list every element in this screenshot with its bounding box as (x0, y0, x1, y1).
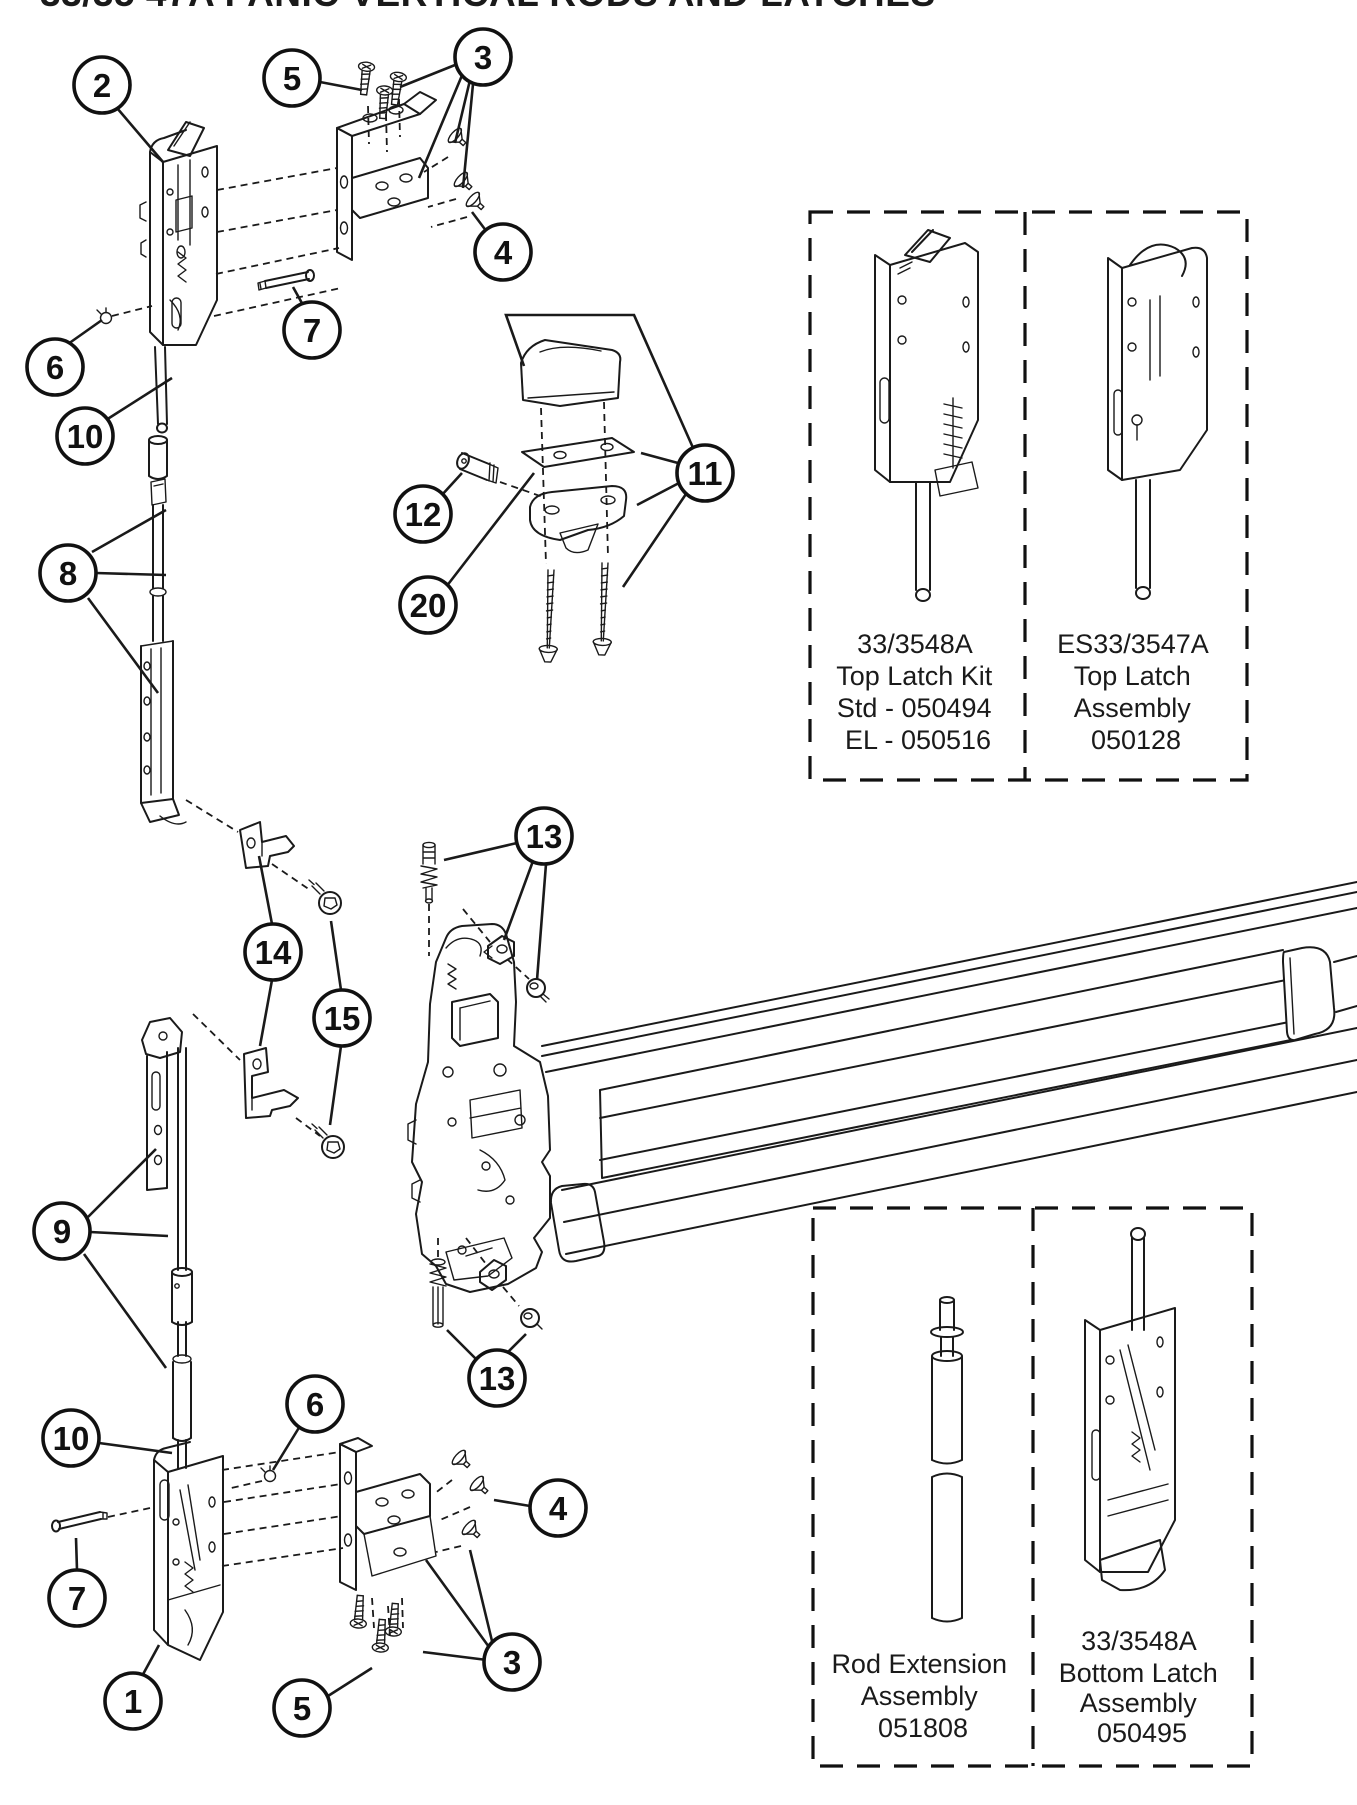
svg-text:20: 20 (410, 587, 447, 624)
svg-text:6: 6 (306, 1386, 324, 1423)
svg-text:11: 11 (688, 455, 723, 492)
callout-11: 11 (675, 443, 735, 503)
callout-20: 20 (398, 575, 458, 635)
bottom-e-clip (260, 1465, 277, 1483)
callout-4: 4 (528, 1478, 588, 1538)
callout-6: 6 (285, 1374, 345, 1434)
bottom-pin (51, 1511, 108, 1533)
top-rod-assembly (140, 435, 187, 825)
bottom-latch (153, 1441, 224, 1661)
callout-5: 5 (272, 1678, 332, 1738)
caption-top-latch-kit: 33/3548A Top Latch Kit Std - 050494 EL -… (836, 629, 1000, 755)
rod-guide-upper (239, 821, 295, 869)
svg-text:14: 14 (255, 934, 292, 971)
svg-text:13: 13 (526, 818, 563, 855)
svg-text:3: 3 (503, 1644, 521, 1681)
upper-rod-clip (483, 935, 515, 965)
callout-3: 3 (453, 27, 513, 87)
svg-text:10: 10 (67, 418, 104, 455)
top-bracket (336, 91, 437, 261)
alignment-dashes (107, 98, 609, 1637)
callout-12: 12 (393, 484, 453, 544)
svg-text:12: 12 (405, 496, 442, 533)
svg-text:4: 4 (549, 1490, 568, 1527)
callout-13: 13 (514, 806, 574, 866)
guide-set-screw-upper (308, 879, 342, 915)
callout-10: 10 (41, 1408, 101, 1468)
strike-assembly (520, 339, 635, 663)
svg-text:5: 5 (293, 1690, 311, 1727)
top-screws (354, 60, 408, 120)
caption-bottom-latch-assembly: 33/3548A Bottom Latch Assembly 050495 (1059, 1626, 1226, 1748)
lower-clip-screw (520, 1308, 543, 1330)
svg-text:1: 1 (124, 1683, 142, 1720)
panel-bottom-latch-illustration (1084, 1227, 1176, 1592)
top-e-clip (96, 307, 113, 325)
callout-4: 4 (473, 222, 533, 282)
top-rod (154, 346, 168, 434)
top-pin (257, 269, 315, 291)
top-latch (139, 121, 218, 346)
bottom-rod-assembly (141, 1017, 193, 1469)
push-bar (541, 881, 1357, 1263)
caption-rod-extension: Rod Extension Assembly 051808 (831, 1649, 1014, 1743)
lower-rod-adjuster (429, 1258, 447, 1328)
callout-7: 7 (47, 1568, 107, 1628)
svg-text:6: 6 (46, 349, 64, 386)
callout-13: 13 (467, 1348, 527, 1408)
upper-rod-adjuster (420, 841, 438, 904)
svg-text:7: 7 (303, 312, 321, 349)
top-latch-kit-box (808, 210, 1249, 782)
rod-guide-lower (243, 1047, 299, 1119)
svg-text:3: 3 (474, 39, 492, 76)
svg-text:10: 10 (53, 1420, 90, 1457)
panel-rod-extension-illustration (930, 1296, 964, 1623)
leader-lines (67, 61, 696, 1698)
bottom-latch-kit-box (811, 1206, 1254, 1768)
callout-2: 2 (72, 55, 132, 115)
svg-text:15: 15 (324, 1000, 361, 1037)
callout-1: 1 (103, 1671, 163, 1731)
panel-top-latch-assembly-illustration (1107, 243, 1208, 600)
callout-6: 6 (25, 337, 85, 397)
bottom-flat-screws (449, 1447, 494, 1544)
upper-clip-screw (526, 978, 550, 1003)
svg-text:4: 4 (494, 234, 513, 271)
callout-5: 5 (262, 48, 322, 108)
svg-text:2: 2 (93, 67, 111, 104)
panel-top-latch-kit-illustration (874, 229, 979, 602)
bottom-screws (349, 1594, 404, 1654)
callout-8: 8 (38, 543, 98, 603)
svg-text:8: 8 (59, 555, 77, 592)
svg-text:13: 13 (479, 1360, 516, 1397)
guide-set-screw-lower (311, 1123, 345, 1159)
svg-text:7: 7 (68, 1580, 86, 1617)
callout-9: 9 (32, 1201, 92, 1261)
strike-stud (456, 452, 499, 484)
callout-3: 3 (482, 1632, 542, 1692)
callout-15: 15 (312, 988, 372, 1048)
callout-7: 7 (282, 300, 342, 360)
page-title: 33/35 47A PANIC VERTICAL RODS AND LATCHE… (40, 0, 936, 15)
svg-text:9: 9 (53, 1213, 71, 1250)
callout-14: 14 (243, 922, 303, 982)
lower-rod-clip (479, 1259, 507, 1291)
bottom-bracket (339, 1437, 437, 1591)
caption-top-latch-assembly: ES33/3547A Top Latch Assembly 050128 (1057, 629, 1215, 755)
callout-10: 10 (55, 406, 115, 466)
svg-text:5: 5 (283, 60, 301, 97)
